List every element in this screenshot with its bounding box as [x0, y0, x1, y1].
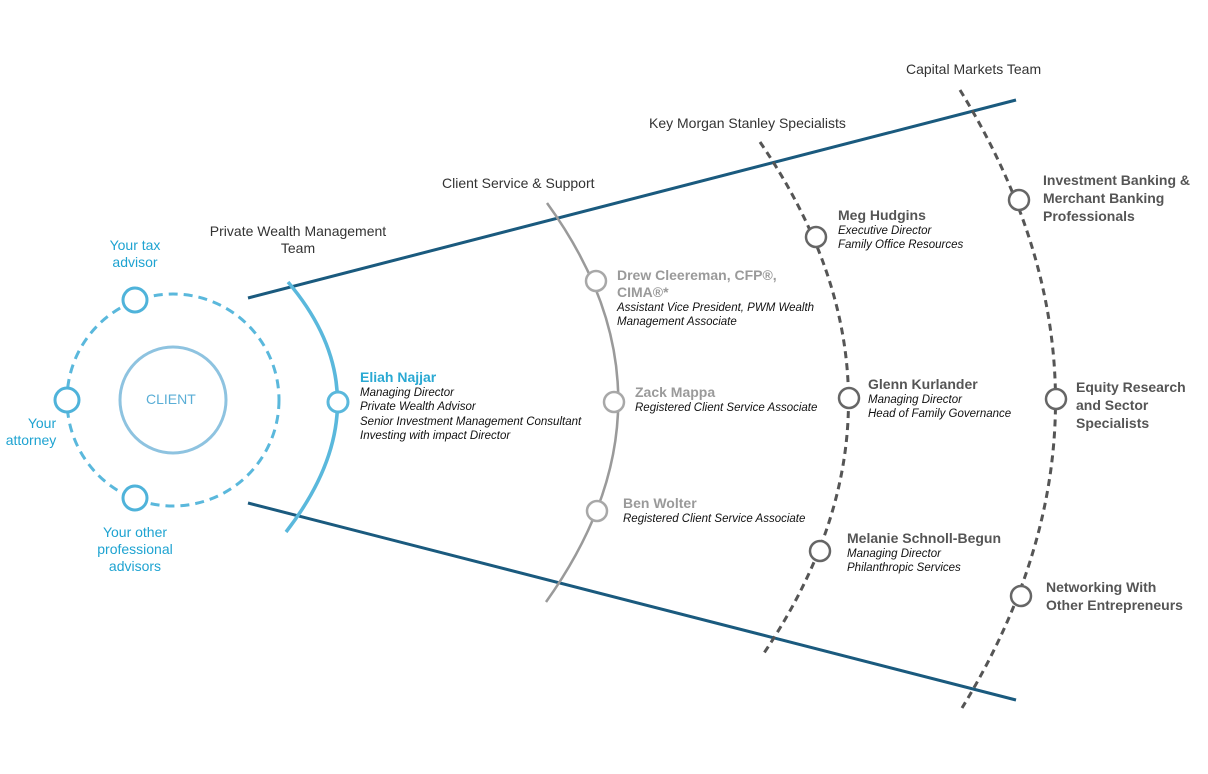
- pwm-member-name: Eliah Najjar: [360, 369, 437, 385]
- tax-advisor-label: Your tax advisor: [95, 237, 175, 271]
- pwm-member: Eliah Najjar Managing Director Private W…: [360, 369, 581, 443]
- other-advisors-label-line-3: advisors: [108, 557, 162, 574]
- client-service-member-2-name: Zack Mappa: [635, 384, 716, 400]
- specialist-node-1: [804, 225, 828, 249]
- client-service-node-1: [584, 269, 608, 293]
- specialist-1-name: Meg Hudgins: [838, 207, 926, 223]
- capital-markets-header: Capital Markets Team: [906, 61, 1042, 77]
- capital-markets-item-2: Equity Research and Sector Specialists: [1076, 378, 1186, 433]
- client-service-member-3-role-1: Registered Client Service Associate: [623, 512, 806, 525]
- capital-markets-item-1: Investment Banking & Merchant Banking Pr…: [1043, 171, 1190, 226]
- other-advisors-label-line-1: Your other: [102, 524, 168, 540]
- client-service-member-1-name-line-2: CIMA®*: [617, 283, 669, 300]
- specialist-1: Meg Hudgins Executive Director Family Of…: [838, 207, 963, 253]
- client-service-node-3: [585, 499, 609, 523]
- client-inner-circle: [118, 345, 228, 455]
- specialist-node-2: [837, 386, 861, 410]
- tax-advisor-node: [121, 286, 149, 314]
- capital-markets-item-1-line-2: Merchant Banking: [1043, 190, 1165, 207]
- client-service-member-2: Zack Mappa Registered Client Service Ass…: [635, 384, 817, 415]
- client-label: CLIENT: [146, 391, 196, 407]
- specialist-1-role-1: Executive Director: [838, 224, 932, 237]
- client-service-member-1: Drew Cleereman, CFP®, CIMA®* Assistant V…: [617, 267, 814, 329]
- specialist-2-role-1: Managing Director: [868, 393, 962, 406]
- client-service-member-1-name-line-1: Drew Cleereman, CFP®,: [617, 267, 777, 283]
- client-service-node-2: [602, 390, 626, 414]
- other-advisors-label-line-2: professional: [97, 540, 173, 557]
- capital-markets-node-1: [1007, 188, 1031, 212]
- key-specialists-header: Key Morgan Stanley Specialists: [649, 115, 846, 131]
- client-service-member-2-role-1: Registered Client Service Associate: [635, 401, 818, 414]
- capital-markets-item-3-line-1: Networking With: [1046, 579, 1157, 595]
- other-advisors-node: [121, 484, 149, 512]
- pwm-team-header-line-2: Team: [280, 239, 316, 256]
- pwm-member-role-4: Investing with impact Director: [360, 429, 511, 442]
- attorney-node: [53, 386, 81, 414]
- capital-markets-item-2-line-1: Equity Research: [1076, 379, 1186, 395]
- attorney-label-line-1: Your: [27, 415, 57, 431]
- capital-markets-node-3: [1009, 584, 1033, 608]
- client-service-member-1-role-2: Management Associate: [617, 315, 737, 328]
- specialist-3: Melanie Schnoll-Begun Managing Director …: [847, 530, 1001, 576]
- capital-markets-item-1-line-1: Investment Banking &: [1043, 172, 1191, 188]
- pwm-team-header-line-1: Private Wealth Management: [209, 223, 387, 239]
- pwm-team-header: Private Wealth Management Team: [200, 223, 396, 257]
- capital-markets-item-2-line-2: and Sector: [1076, 397, 1149, 414]
- specialist-2: Glenn Kurlander Managing Director Head o…: [868, 376, 1011, 422]
- capital-markets-item-1-line-3: Professionals: [1043, 208, 1135, 225]
- specialist-3-role-2: Philanthropic Services: [847, 562, 961, 575]
- client-service-member-3: Ben Wolter Registered Client Service Ass…: [623, 495, 805, 526]
- tax-advisor-label-line-2: advisor: [112, 253, 158, 270]
- specialist-2-name: Glenn Kurlander: [868, 376, 978, 392]
- attorney-label-line-2: attorney: [5, 431, 57, 448]
- capital-markets-node-2: [1044, 387, 1068, 411]
- specialist-3-name: Melanie Schnoll-Begun: [847, 530, 1002, 546]
- pwm-member-role-2: Private Wealth Advisor: [360, 401, 476, 414]
- pwm-member-node: [326, 390, 350, 414]
- pwm-member-role-3: Senior Investment Management Consultant: [360, 415, 582, 428]
- specialist-3-role-1: Managing Director: [847, 547, 941, 560]
- attorney-label: Your attorney: [0, 415, 62, 449]
- funnel-bottom-line: [247, 501, 1017, 702]
- specialist-1-role-2: Family Office Resources: [838, 239, 964, 252]
- specialist-node-3: [808, 539, 832, 563]
- tax-advisor-label-line-1: Your tax: [109, 237, 161, 253]
- funnel-top-line: [247, 98, 1017, 300]
- capital-markets-item-3-line-2: Other Entrepreneurs: [1046, 597, 1183, 614]
- capital-markets-item-2-line-3: Specialists: [1076, 415, 1150, 432]
- client-service-member-3-name: Ben Wolter: [623, 495, 697, 511]
- other-advisors-label: Your other professional advisors: [85, 524, 185, 574]
- pwm-member-role-1: Managing Director: [360, 386, 454, 399]
- specialist-2-role-2: Head of Family Governance: [868, 408, 1012, 421]
- capital-markets-item-3: Networking With Other Entrepreneurs: [1046, 578, 1183, 614]
- client-service-header: Client Service & Support: [442, 175, 595, 191]
- client-service-member-1-role-1: Assistant Vice President, PWM Wealth: [617, 301, 815, 314]
